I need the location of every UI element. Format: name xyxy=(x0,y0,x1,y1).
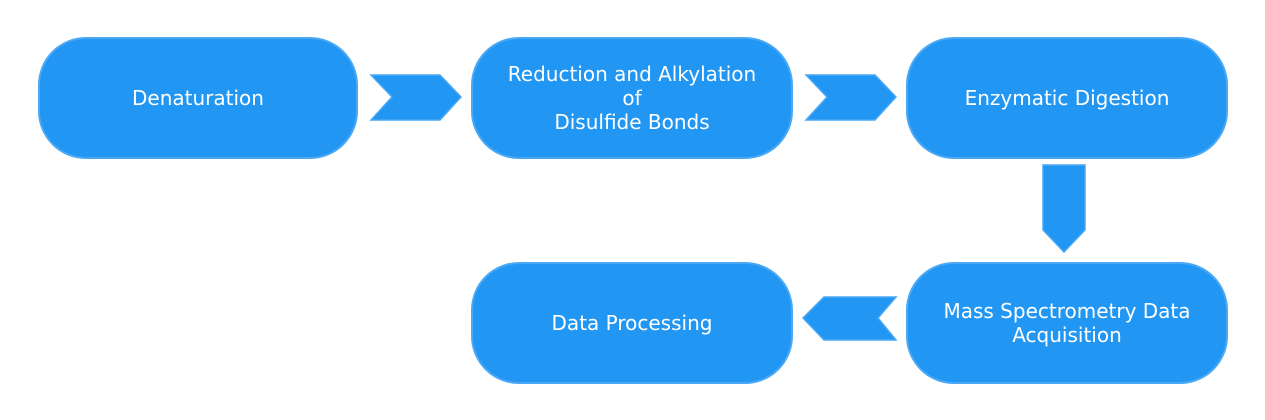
chevron-right-arrow-2 xyxy=(804,74,898,121)
step-denaturation: Denaturation xyxy=(38,37,358,159)
step-ms-acquisition: Mass Spectrometry Data Acquisition xyxy=(906,262,1228,384)
chevron-right-arrow-1 xyxy=(369,74,463,121)
step-label: Reduction and Alkylation of Disulfide Bo… xyxy=(507,62,757,134)
step-label: Data Processing xyxy=(551,311,713,335)
step-label: Enzymatic Digestion xyxy=(964,86,1170,110)
step-data-processing: Data Processing xyxy=(471,262,793,384)
chevron-left-arrow xyxy=(801,296,898,341)
step-enzymatic-digestion: Enzymatic Digestion xyxy=(906,37,1228,159)
chevron-down-arrow xyxy=(1042,164,1086,254)
step-label: Denaturation xyxy=(132,86,264,110)
step-reduction-alkylation: Reduction and Alkylation of Disulfide Bo… xyxy=(471,37,793,159)
step-label: Mass Spectrometry Data Acquisition xyxy=(943,299,1191,347)
